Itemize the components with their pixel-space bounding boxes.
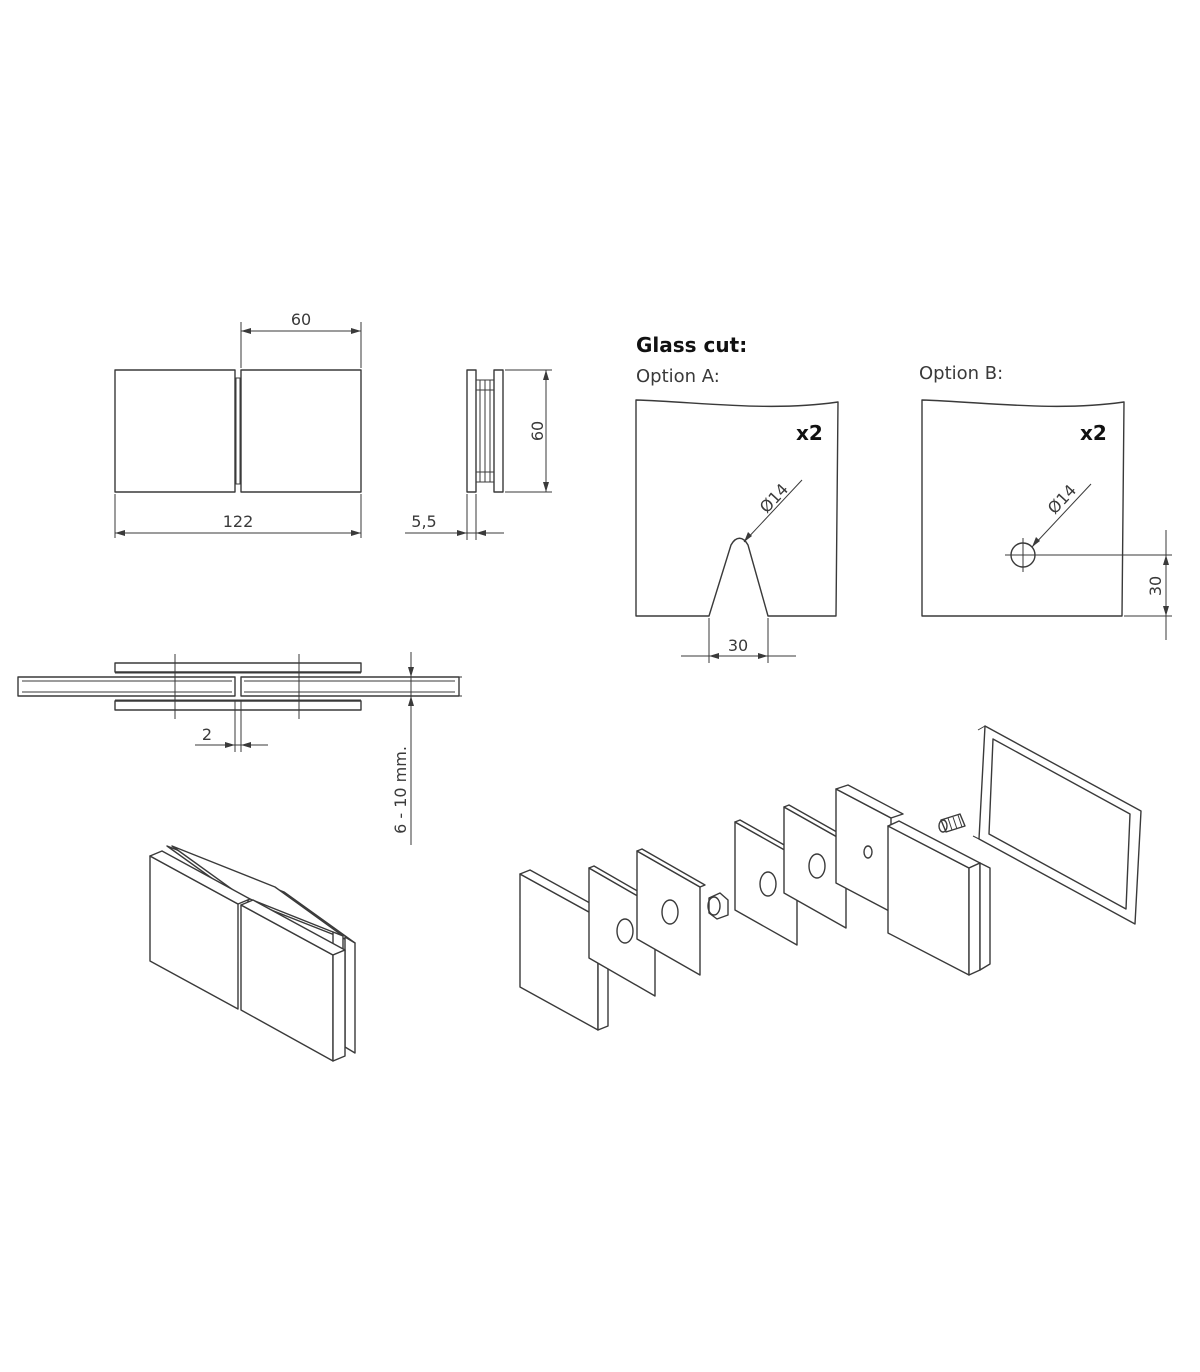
exploded-frame <box>978 725 1142 925</box>
side-view: 60 5,5 <box>405 369 552 540</box>
exploded-cover-plate <box>519 873 599 1031</box>
option-a-glass <box>635 399 839 617</box>
glass-cut-heading: Glass cut: <box>636 333 747 357</box>
option-b-offset: 30 <box>1146 576 1165 596</box>
dim-side-thickness: 5,5 <box>411 512 436 531</box>
side-plate-left <box>466 369 477 493</box>
glass-panel-right <box>240 676 460 697</box>
front-left-plate <box>114 369 236 493</box>
option-a-quantity: x2 <box>796 421 823 445</box>
option-a-diameter: Ø14 <box>756 480 792 517</box>
dim-gap: 2 <box>202 725 212 744</box>
dim-glass-thickness: 6 - 10 mm. <box>391 746 410 834</box>
glass-panel-left <box>17 676 236 697</box>
exploded-screw <box>940 813 966 833</box>
front-right-plate <box>240 369 362 493</box>
glass-cut-section: Glass cut: Option A: x2 Ø14 30 Option B:… <box>635 333 1172 663</box>
side-plate-right <box>493 369 504 493</box>
top-view: 2 6 - 10 mm. <box>17 652 462 845</box>
exploded-bushing <box>708 892 729 920</box>
option-b-quantity: x2 <box>1080 421 1107 445</box>
option-a-label: Option A: <box>636 366 720 387</box>
option-b-diameter: Ø14 <box>1044 481 1080 518</box>
option-b-glass <box>921 399 1125 617</box>
exploded-view <box>519 725 1142 1031</box>
assembled-hinge <box>149 845 356 1062</box>
exploded-clamp-body <box>887 825 970 976</box>
front-view: 60 122 <box>114 310 362 538</box>
dim-width-total: 122 <box>223 512 254 531</box>
option-b-label: Option B: <box>919 363 1003 384</box>
dim-side-height: 60 <box>528 421 547 441</box>
option-a-width: 30 <box>728 636 748 655</box>
dim-width-half: 60 <box>291 310 311 329</box>
